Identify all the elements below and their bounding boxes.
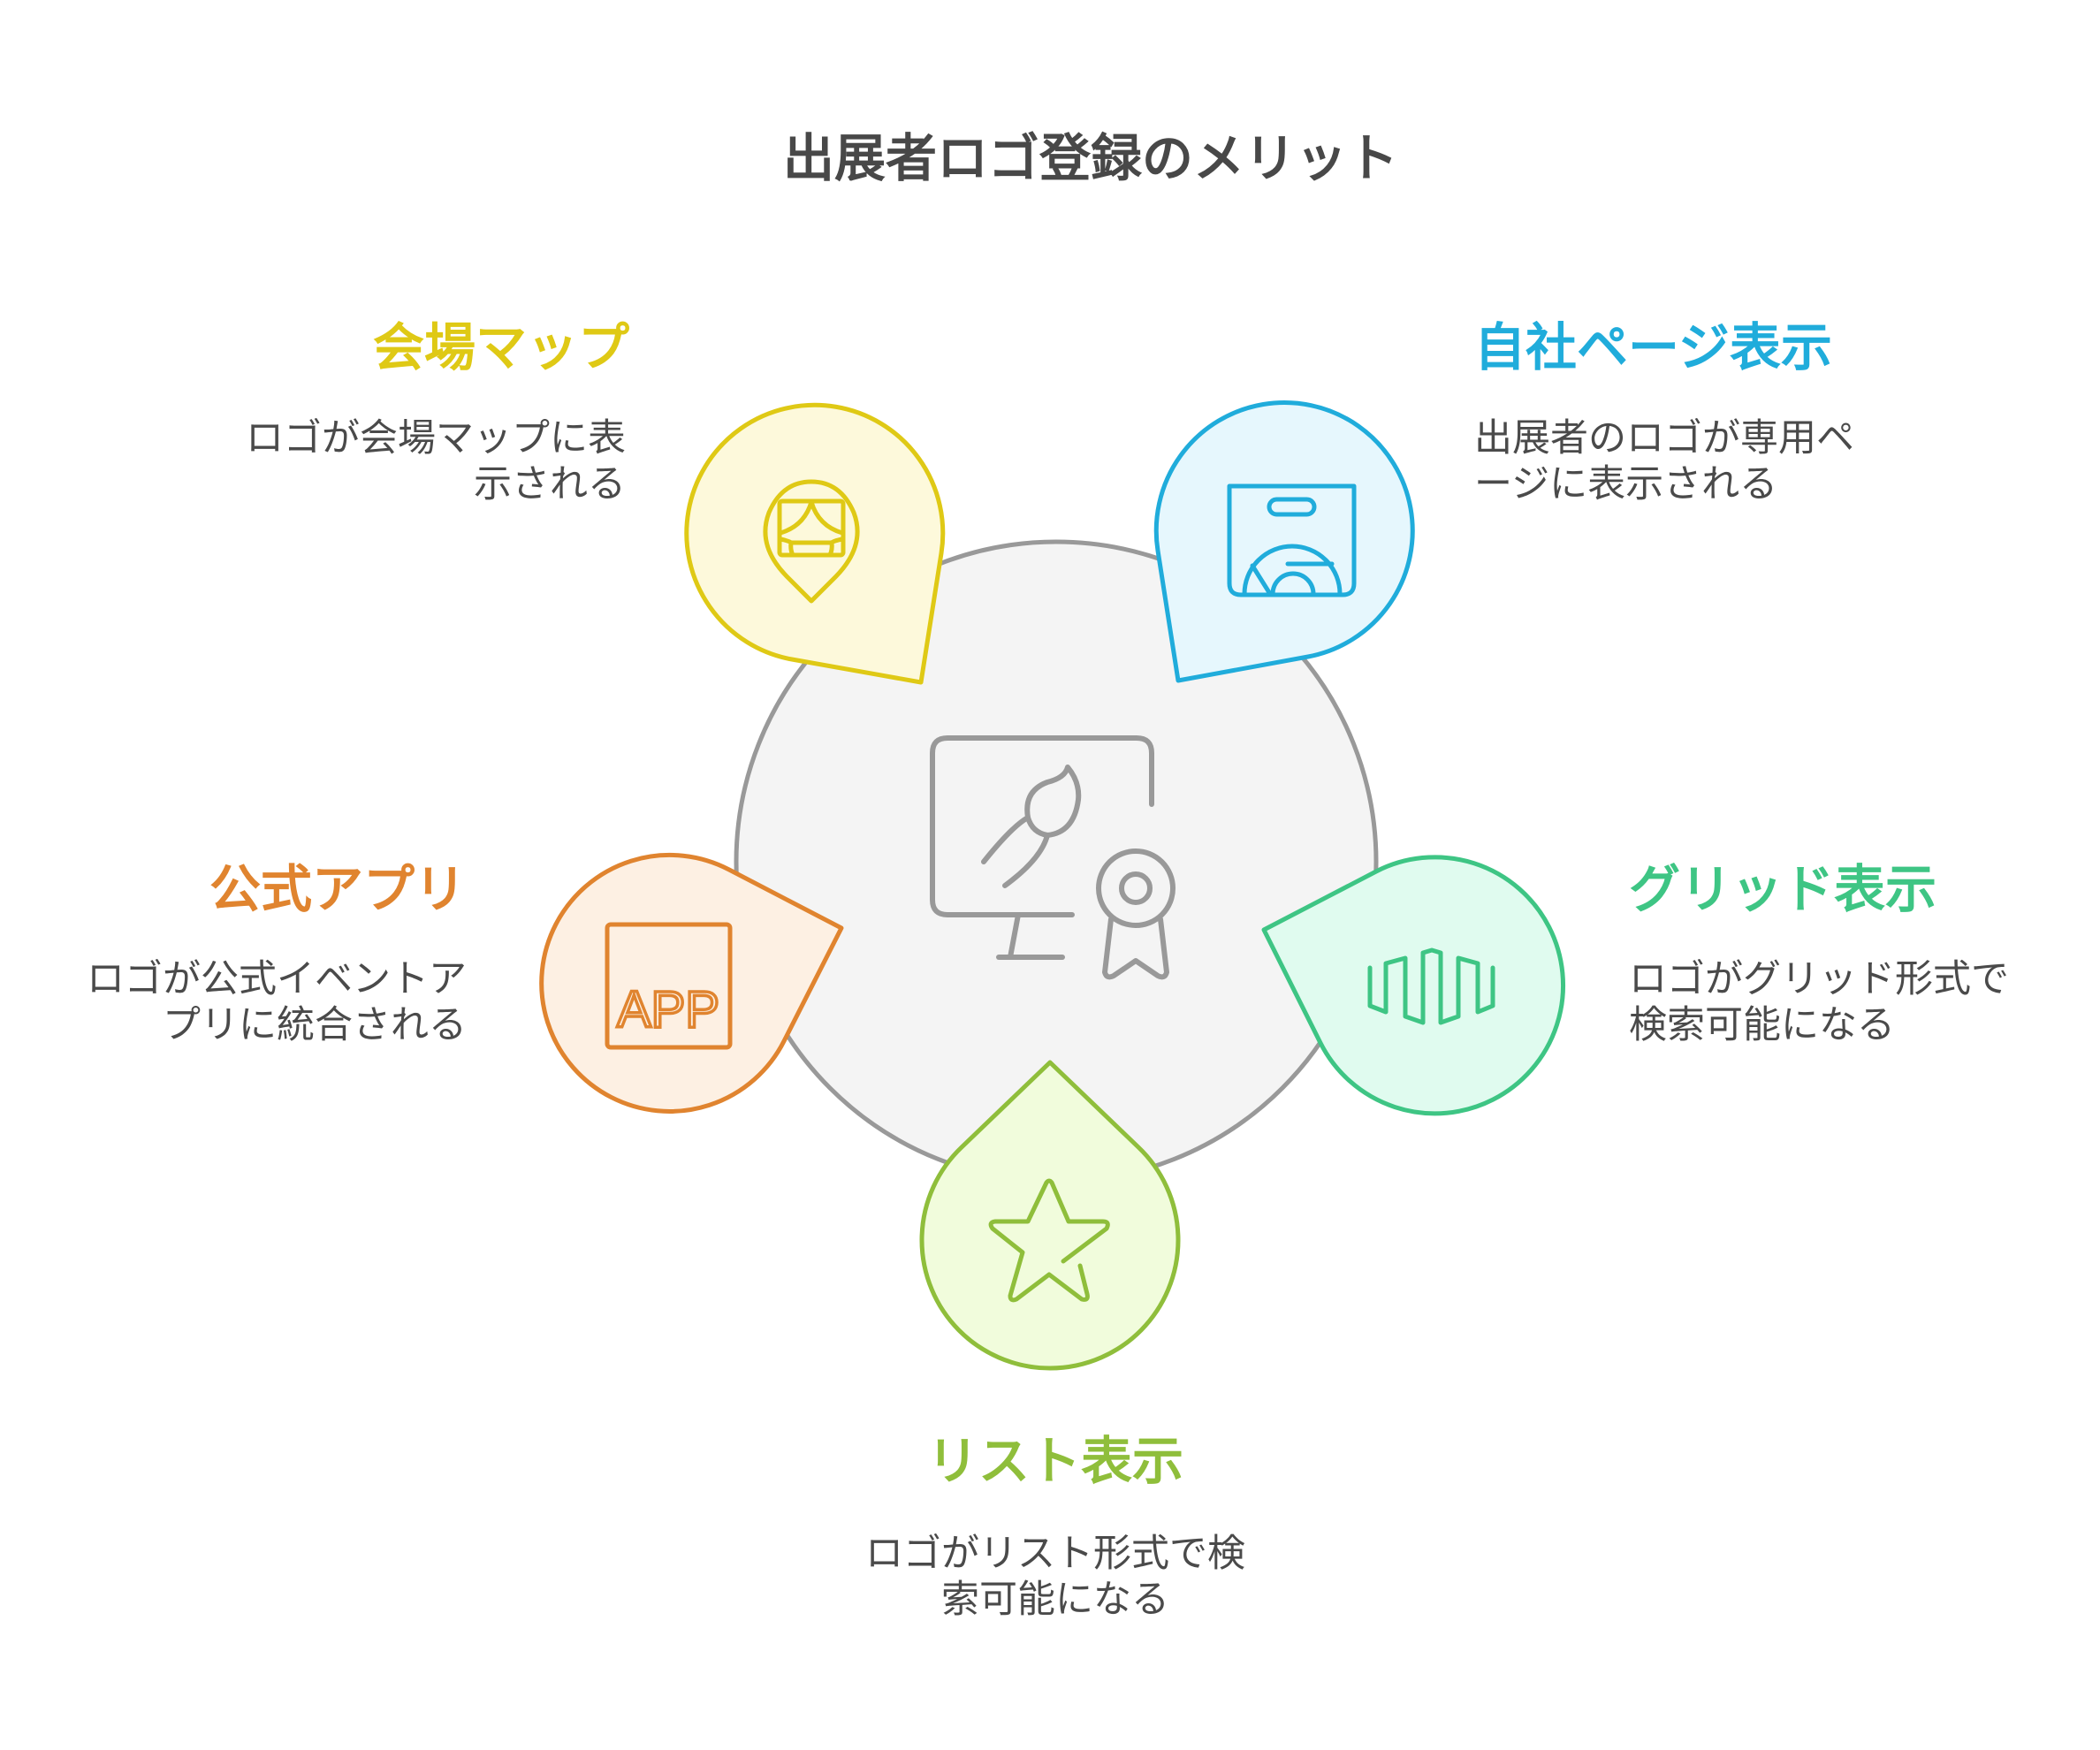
page-title: 出展者ロゴ登録のメリット xyxy=(782,128,1398,188)
pin-company-page xyxy=(1153,399,1415,683)
pin-grid-view xyxy=(1261,855,1566,1116)
exhibition-booth-icon xyxy=(1227,483,1357,597)
heading-grid-view: グリッド表示 xyxy=(1629,859,1937,919)
description-line: 索可能になる xyxy=(941,1578,1169,1622)
description-line: プリに統合される xyxy=(163,1003,467,1047)
grid-wave-icon xyxy=(1367,947,1495,1025)
heading-official-app: 公式アプリ xyxy=(209,859,466,919)
description-line: 示される xyxy=(474,462,626,506)
pin-shape xyxy=(919,1060,1181,1371)
description-line: 検索可能になる xyxy=(1629,1003,1895,1047)
description-official-app: ロゴが公式イベントア プリに統合される xyxy=(87,956,467,1048)
heading-list-view: リスト表示 xyxy=(926,1431,1183,1491)
svg-text:APP: APP xyxy=(617,981,719,1039)
description-grid-view: ロゴがグリッド形式で 検索可能になる xyxy=(1629,956,2009,1048)
heading-venue-map: 会場マップ xyxy=(372,317,629,377)
description-line: ロゴが会場マップに表 xyxy=(246,416,626,460)
pin-venue-map xyxy=(684,402,946,685)
pin-official-app: APP xyxy=(539,852,844,1114)
description-line: ージに表示される xyxy=(1474,462,1778,506)
description-line: ロゴが公式イベントア xyxy=(87,957,467,1001)
heading-company-page: 自社ページ表示 xyxy=(1474,317,1832,377)
description-company-page: 出展者のロゴが専用ペ ージに表示される xyxy=(1474,415,1854,507)
star-icon xyxy=(988,1178,1110,1303)
pin-shape xyxy=(1261,855,1566,1116)
description-line: 出展者のロゴが専用ペ xyxy=(1474,416,1854,460)
description-venue-map: ロゴが会場マップに表 示される xyxy=(246,415,626,507)
description-list-view: ロゴがリスト形式で検 索可能になる xyxy=(790,1531,1320,1623)
description-line: ロゴがグリッド形式で xyxy=(1629,957,2009,1001)
pin-shape xyxy=(1153,399,1415,683)
map-pin-stage-icon xyxy=(763,479,860,604)
pin-list-view xyxy=(919,1060,1181,1371)
monitor-paintbrush-award-icon xyxy=(930,735,1176,980)
app-icon: APP xyxy=(605,922,733,1050)
description-line: ロゴがリスト形式で検 xyxy=(865,1532,1245,1576)
